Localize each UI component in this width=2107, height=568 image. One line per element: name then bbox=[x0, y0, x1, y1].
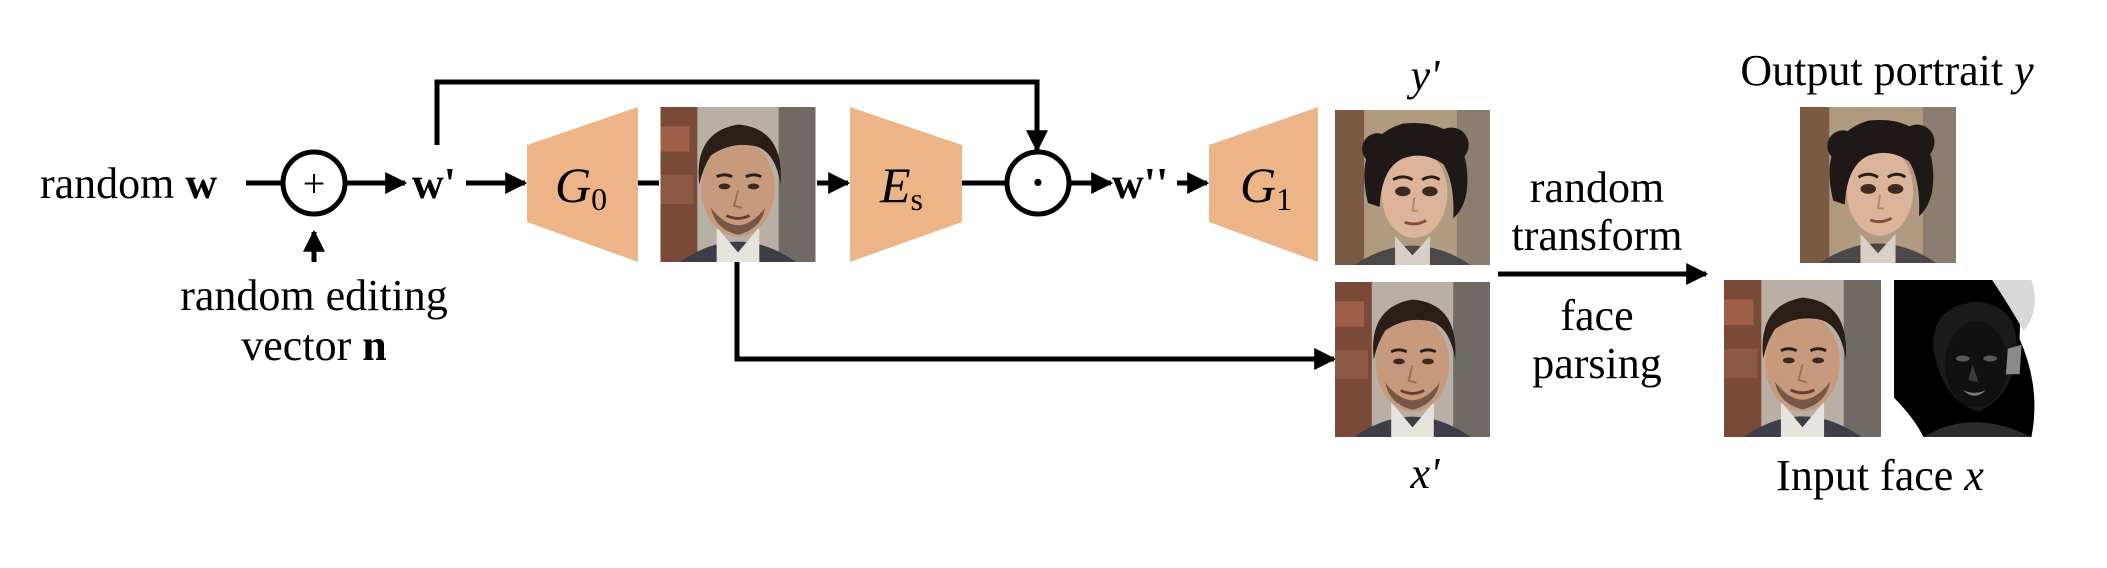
encoder-es: Es bbox=[850, 107, 962, 262]
label-random-transform-line2: transform bbox=[1511, 211, 1682, 260]
latent-w-double-prime: w'' bbox=[1112, 159, 1168, 208]
label-x-prime: x' bbox=[1410, 449, 1442, 498]
plus-symbol: + bbox=[303, 161, 326, 206]
edge-face-to-xprime bbox=[734, 262, 1337, 370]
generator-g0: G0 bbox=[527, 107, 638, 262]
edge-wprime-skip-to-dot bbox=[434, 79, 1048, 153]
label-face-parsing-line2: parsing bbox=[1532, 339, 1662, 388]
label-editing-line2: vector n bbox=[241, 321, 386, 370]
label-random-transform-line1: random bbox=[1530, 163, 1664, 212]
dot-operator: · bbox=[1004, 149, 1072, 217]
plus-operator: + bbox=[280, 149, 348, 217]
connections bbox=[246, 79, 1709, 370]
label-y-prime: y' bbox=[1407, 51, 1442, 100]
label-editing-line1: random editing bbox=[180, 271, 448, 320]
label-face-parsing-line1: face bbox=[1560, 291, 1633, 340]
generator-g0-label: G0 bbox=[555, 157, 607, 217]
face-parsing-map-icon bbox=[1894, 280, 2051, 437]
face-real-input bbox=[1724, 280, 1881, 437]
face-stylized-output bbox=[1800, 107, 1956, 263]
label-input-face: Input face x bbox=[1776, 451, 1984, 500]
generator-g1-label: G1 bbox=[1240, 157, 1292, 217]
encoder-es-label: Es bbox=[879, 157, 923, 217]
dot-symbol: · bbox=[1031, 158, 1046, 207]
face-stylized-y-prime bbox=[1335, 110, 1490, 265]
label-random-w: random w bbox=[40, 159, 217, 208]
generator-g1: G1 bbox=[1209, 107, 1318, 262]
label-output-portrait: Output portrait y bbox=[1740, 46, 2034, 95]
face-real-x-prime bbox=[1335, 282, 1490, 437]
face-real-generated bbox=[661, 107, 816, 262]
latent-w-prime: w' bbox=[412, 159, 456, 208]
